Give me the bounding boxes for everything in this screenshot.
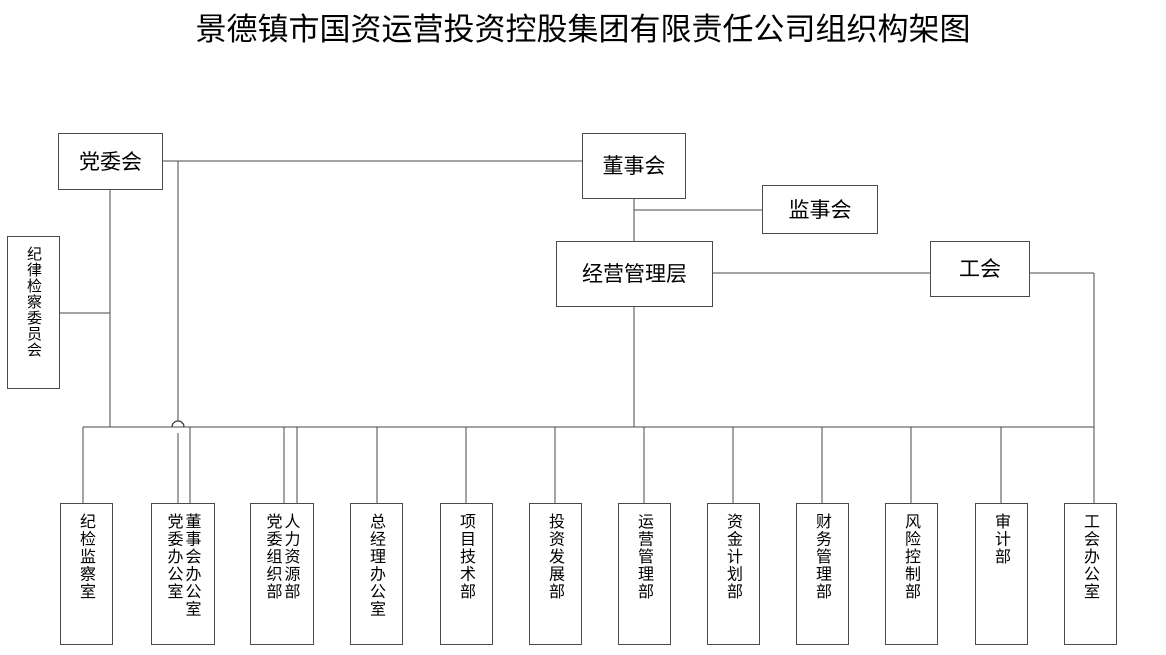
node-labor-union[interactable]: 工会 [930,241,1030,297]
node-label: 董事会 [602,154,666,178]
dept-label: 审计部 [992,513,1011,566]
dept-label-primary: 董事会办公室 [182,513,202,618]
node-management-layer[interactable]: 经营管理层 [556,241,713,307]
dept-label: 项目技术部 [457,513,476,601]
dept-hr-party-org[interactable]: 人力资源部 党委组织部 [250,503,314,645]
dept-label: 纪检监察室 [77,513,96,601]
dept-financial-mgmt[interactable]: 财务管理部 [796,503,849,645]
node-board-of-supervisors[interactable]: 监事会 [762,185,878,234]
node-board-of-directors[interactable]: 董事会 [582,133,686,199]
dept-label: 资金计划部 [724,513,743,601]
dept-label: 财务管理部 [813,513,832,601]
page-title: 景德镇市国资运营投资控股集团有限责任公司组织构架图 [195,12,971,48]
dept-label-primary: 人力资源部 [281,513,301,601]
dept-label: 运营管理部 [635,513,654,601]
node-label: 工会 [959,257,1001,281]
dept-label: 风险控制部 [902,513,921,601]
dept-gm-office[interactable]: 总经理办公室 [350,503,403,645]
dept-audit[interactable]: 审计部 [975,503,1028,645]
node-label: 监事会 [788,197,852,222]
dept-discipline-office[interactable]: 纪检监察室 [60,503,113,645]
dept-risk-control[interactable]: 风险控制部 [885,503,938,645]
dept-fund-planning[interactable]: 资金计划部 [707,503,760,645]
node-label: 纪律检察委员会 [25,246,43,358]
dept-label: 总经理办公室 [367,513,386,618]
dept-union-office[interactable]: 工会办公室 [1064,503,1117,645]
node-label: 经营管理层 [582,262,687,286]
node-discipline-committee[interactable]: 纪律检察委员会 [7,236,60,389]
dept-operations-mgmt[interactable]: 运营管理部 [618,503,671,645]
dept-project-tech[interactable]: 项目技术部 [440,503,493,645]
dept-label-secondary: 党委办公室 [164,513,184,601]
node-label: 党委会 [79,149,142,174]
dept-label: 工会办公室 [1081,513,1100,601]
node-party-committee[interactable]: 党委会 [58,133,163,190]
dept-investment-dev[interactable]: 投资发展部 [529,503,582,645]
dept-board-party-office[interactable]: 董事会办公室 党委办公室 [151,503,215,645]
dept-label-secondary: 党委组织部 [263,513,283,601]
dept-label: 投资发展部 [546,513,565,601]
